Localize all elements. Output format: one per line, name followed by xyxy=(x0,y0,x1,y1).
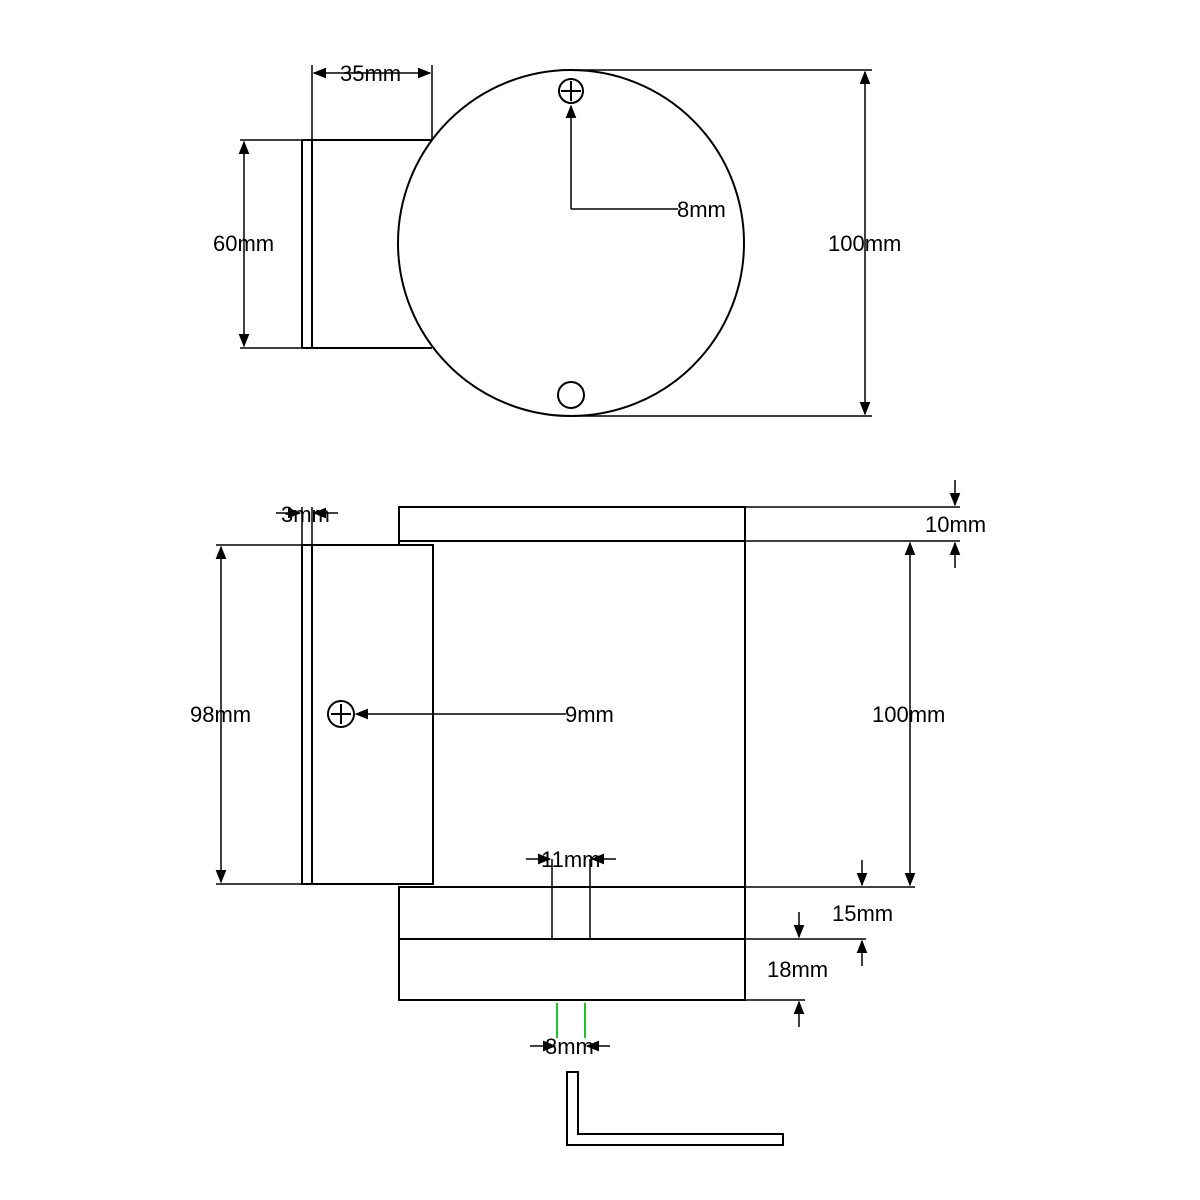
dim-label-8mm-pin: 8mm xyxy=(545,1034,594,1059)
dim-label-8mm: 8mm xyxy=(677,197,726,222)
dim-label-11mm: 11mm xyxy=(541,847,601,872)
dim-label-9mm: 9mm xyxy=(565,702,614,727)
dim-label-35mm: 35mm xyxy=(340,61,401,86)
dim-label-18mm: 18mm xyxy=(767,957,828,982)
hex-key-icon xyxy=(566,1071,784,1146)
dim-9mm: 9mm xyxy=(354,702,614,727)
top-view: 35mm 60mm 8mm 100mm xyxy=(213,61,901,417)
side-view: 3mm 98mm 9mm 10mm 100mm xyxy=(190,480,986,1146)
top-plate xyxy=(398,506,746,542)
dim-100mm-diameter: 100mm xyxy=(571,69,901,417)
dim-11mm: 11mm xyxy=(526,847,616,872)
dim-60mm: 60mm xyxy=(213,139,302,349)
bracket-screw-icon xyxy=(327,700,355,728)
base-block-upper xyxy=(398,886,746,940)
dim-label-100mm: 100mm xyxy=(828,231,901,256)
bottom-hole xyxy=(557,381,585,409)
dim-10mm: 10mm xyxy=(745,480,986,568)
dim-label-98mm: 98mm xyxy=(190,702,251,727)
dim-label-3mm: 3mm xyxy=(281,502,330,527)
dim-100mm-height: 100mm xyxy=(745,541,945,888)
dim-label-60mm: 60mm xyxy=(213,231,274,256)
dim-15mm: 15mm xyxy=(745,901,893,966)
screw-hole-icon xyxy=(558,78,584,104)
dim-label-15mm: 15mm xyxy=(832,901,893,926)
dim-98mm: 98mm xyxy=(190,544,302,885)
dim-8mm-pin: 8mm xyxy=(530,1034,610,1059)
dim-35mm: 35mm xyxy=(311,61,433,140)
dim-8mm-hole: 8mm xyxy=(565,104,726,222)
dim-18mm: 18mm xyxy=(745,957,828,1027)
base-block-lower xyxy=(398,938,746,1001)
dim-3mm: 3mm xyxy=(276,502,338,545)
dim-label-100mm-height: 100mm xyxy=(872,702,945,727)
dim-label-10mm: 10mm xyxy=(925,512,986,537)
